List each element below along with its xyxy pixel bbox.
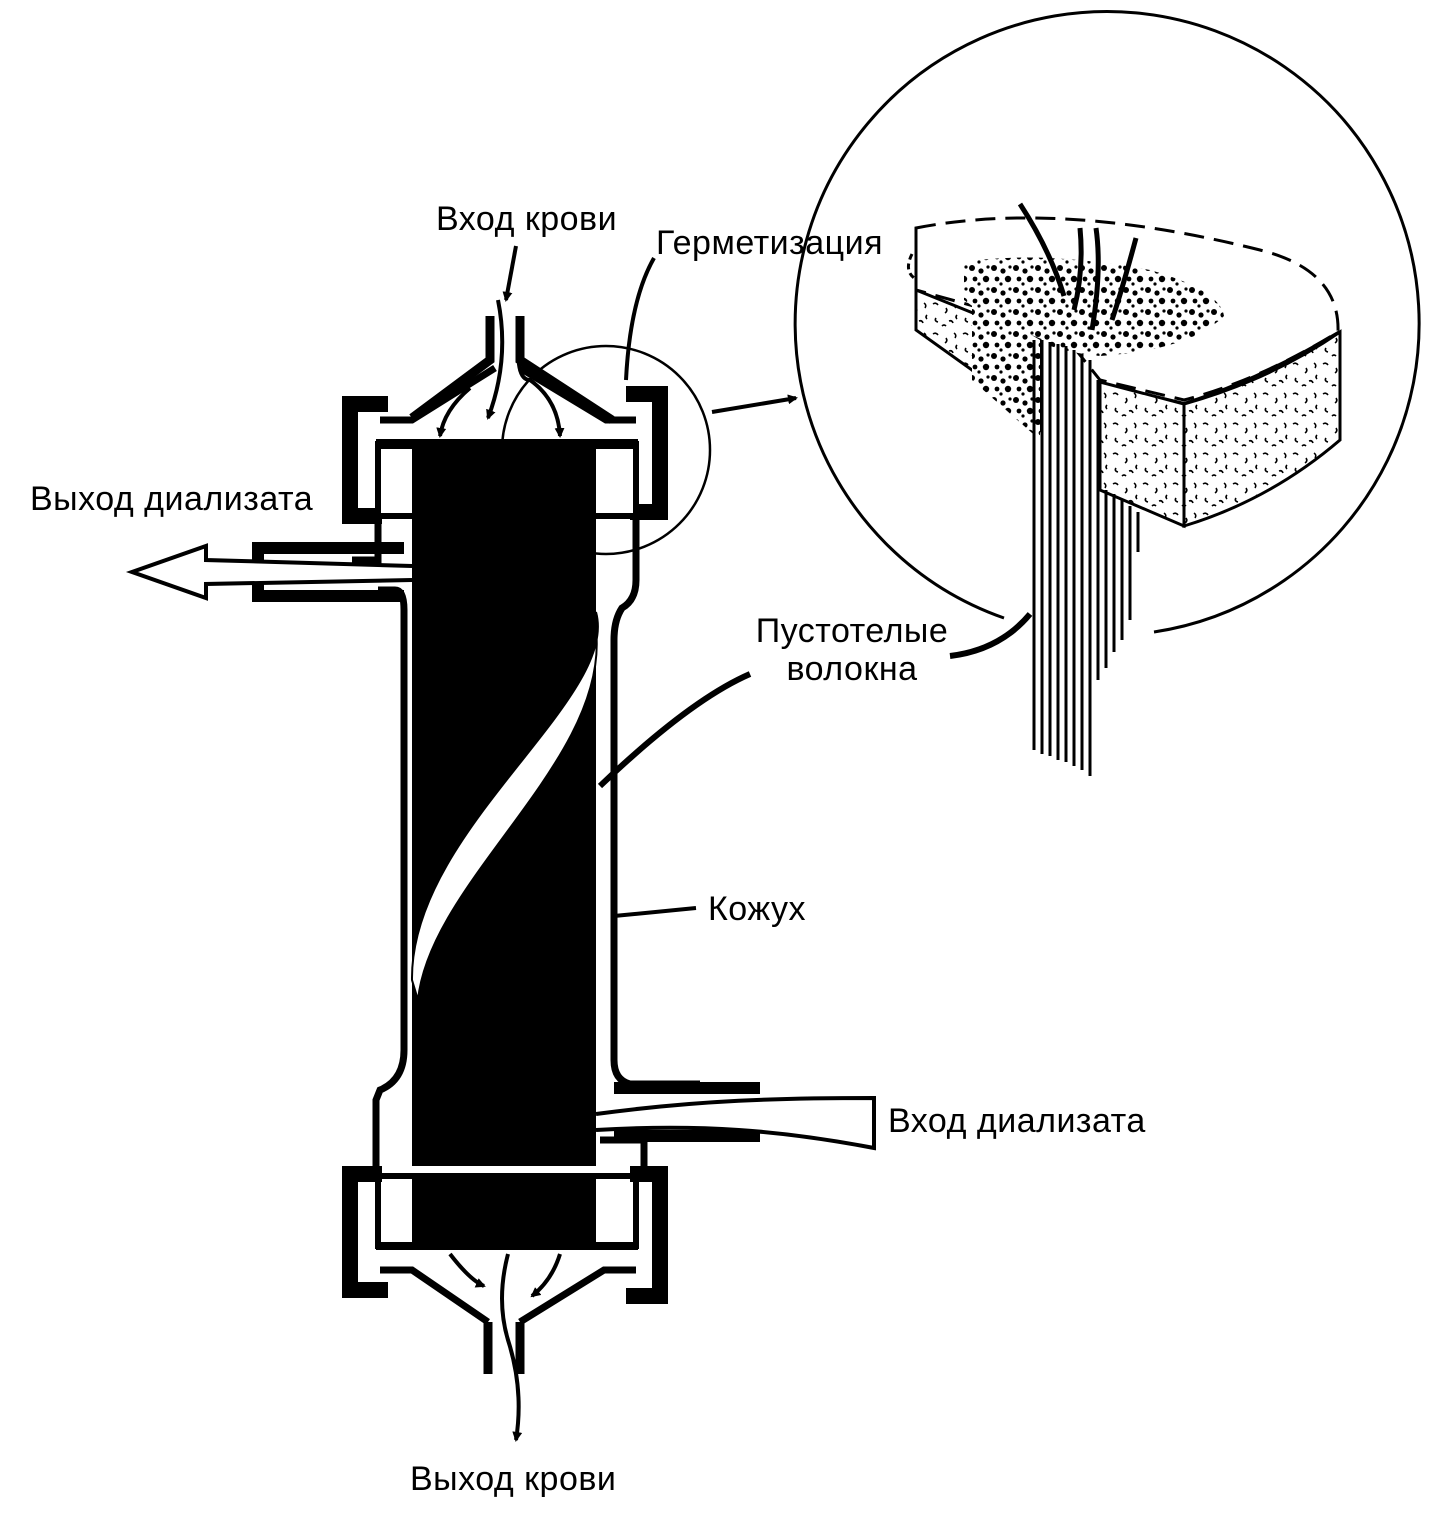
spiral-separator (410, 611, 599, 1001)
zoomed-detail (793, 10, 1421, 776)
leader-sealing-detail (907, 253, 916, 280)
leader-casing (613, 906, 697, 918)
leader-fibers-detail (949, 612, 1033, 659)
magnifier-circle (500, 344, 712, 556)
label-dialysate-out: Выход диализата (30, 480, 314, 518)
bottom-header-cap (380, 1266, 636, 1325)
detail-circle (793, 10, 1421, 634)
bottom-left-clamp (342, 1166, 388, 1298)
label-blood-in: Вход крови (436, 200, 618, 238)
seal-right-face (1182, 329, 1342, 529)
leader-fibers-body (597, 671, 752, 789)
label-dialysate-in: Вход диализата (888, 1102, 1146, 1140)
label-casing: Кожух (708, 890, 806, 928)
blood-outlet-tube (483, 1322, 525, 1374)
label-blood-out: Выход крови (410, 1460, 617, 1498)
hollow-fibers (1032, 340, 1140, 776)
leader-sealing (624, 257, 656, 381)
casing-shell (352, 516, 700, 1178)
label-sealing: Герметизация (656, 224, 884, 262)
zoom-arrow (711, 394, 798, 414)
leader-lines (597, 253, 1033, 918)
dialysate-inlet-arrow (595, 1095, 876, 1151)
top-right-clamp (626, 386, 668, 520)
dialysate-outlet-arrow (125, 543, 413, 601)
dialysate-inlet-port (614, 1082, 760, 1142)
top-header-cap (380, 365, 636, 424)
label-hollow-fibers-line1: Пустотелые (755, 612, 949, 650)
top-left-clamp (342, 396, 388, 524)
bottom-right-clamp (626, 1166, 668, 1304)
dialyzer-body (125, 245, 876, 1442)
fiber-tips (1017, 202, 1139, 331)
blood-flow-arrows (436, 245, 565, 1442)
label-hollow-fibers-line2: волокна (786, 650, 918, 688)
